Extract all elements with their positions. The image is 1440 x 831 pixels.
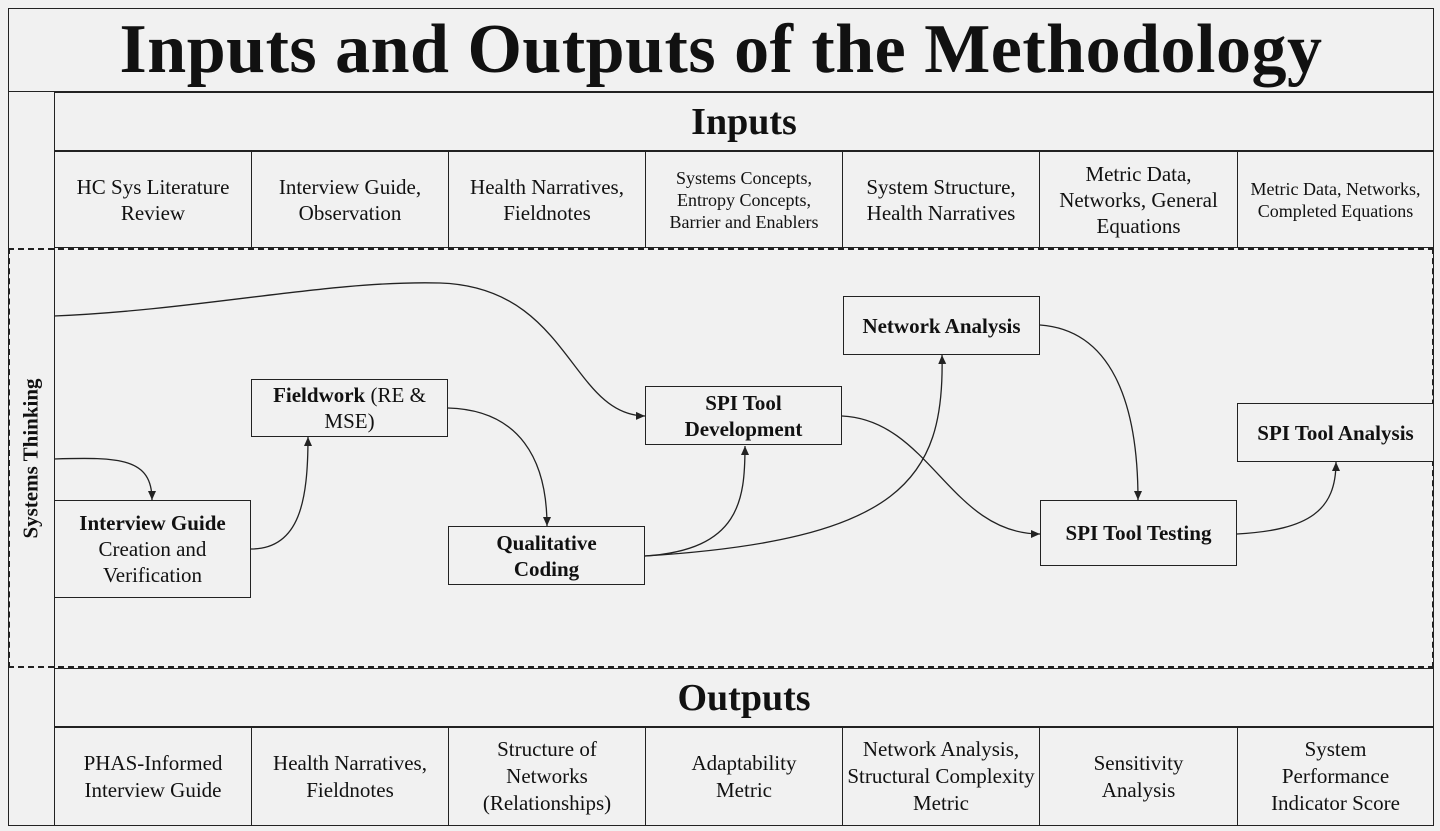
arrow-left-to-interview <box>53 457 156 501</box>
node-spi-tool-development-bold: SPI Tool Development <box>684 390 803 441</box>
arrow-coding-to-network <box>644 354 947 557</box>
node-fieldwork: Fieldwork (RE & MSE) <box>251 379 448 437</box>
output-cell-5: Network Analysis, Structural Complexity … <box>842 727 1040 826</box>
arrow-testing-to-analysis <box>1236 461 1340 535</box>
arrow-network-to-testing <box>1039 324 1142 501</box>
inputs-heading: Inputs <box>54 92 1434 151</box>
input-cell-1: HC Sys Literature Review <box>54 151 252 248</box>
output-cell-2: Health Narratives, Fieldnotes <box>251 727 449 826</box>
output-cell-1: PHAS-Informed Interview Guide <box>54 727 252 826</box>
outputs-heading: Outputs <box>54 668 1434 727</box>
node-network-analysis: Network Analysis <box>843 296 1040 355</box>
input-cell-6: Metric Data, Networks, General Equations <box>1039 151 1238 248</box>
node-spi-tool-testing: SPI Tool Testing <box>1040 500 1237 566</box>
output-cell-3: Structure of Networks (Relationships) <box>448 727 646 826</box>
node-network-analysis-bold: Network Analysis <box>862 313 1021 338</box>
arrow-interview-to-fieldwork <box>250 436 312 550</box>
node-interview-guide-rest: Creation and Verification <box>98 537 207 587</box>
arrow-top-to-spi-dev <box>53 282 646 420</box>
node-spi-tool-testing-bold: SPI Tool Testing <box>1065 521 1212 545</box>
input-cell-3: Health Narratives, Fieldnotes <box>448 151 646 248</box>
node-qualitative-coding-bold: Qualitative Coding <box>496 530 597 581</box>
input-cell-5: System Structure, Health Narratives <box>842 151 1040 248</box>
arrow-spi-dev-to-testing <box>841 415 1041 538</box>
node-spi-tool-development: SPI Tool Development <box>645 386 842 445</box>
node-qualitative-coding: Qualitative Coding <box>448 526 645 585</box>
node-fieldwork-bold: Fieldwork <box>273 383 366 407</box>
node-spi-tool-analysis: SPI Tool Analysis <box>1237 403 1434 462</box>
node-spi-tool-analysis-bold: SPI Tool Analysis <box>1257 420 1414 445</box>
output-cell-4: Adaptability Metric <box>645 727 843 826</box>
process-area <box>54 248 1434 668</box>
output-cell-6: Sensitivity Analysis <box>1039 727 1238 826</box>
input-cell-2: Interview Guide, Observation <box>251 151 449 248</box>
input-cell-7: Metric Data, Networks, Completed Equatio… <box>1237 151 1434 248</box>
node-fieldwork-rest: (RE & MSE) <box>324 383 426 433</box>
output-cell-7: System Performance Indicator Score <box>1237 727 1434 826</box>
node-interview-guide-bold: Interview Guide <box>79 511 226 535</box>
arrow-fieldwork-to-coding <box>447 407 551 527</box>
page-title: Inputs and Outputs of the Methodology <box>8 8 1434 92</box>
arrow-coding-to-spi-dev <box>644 445 749 557</box>
